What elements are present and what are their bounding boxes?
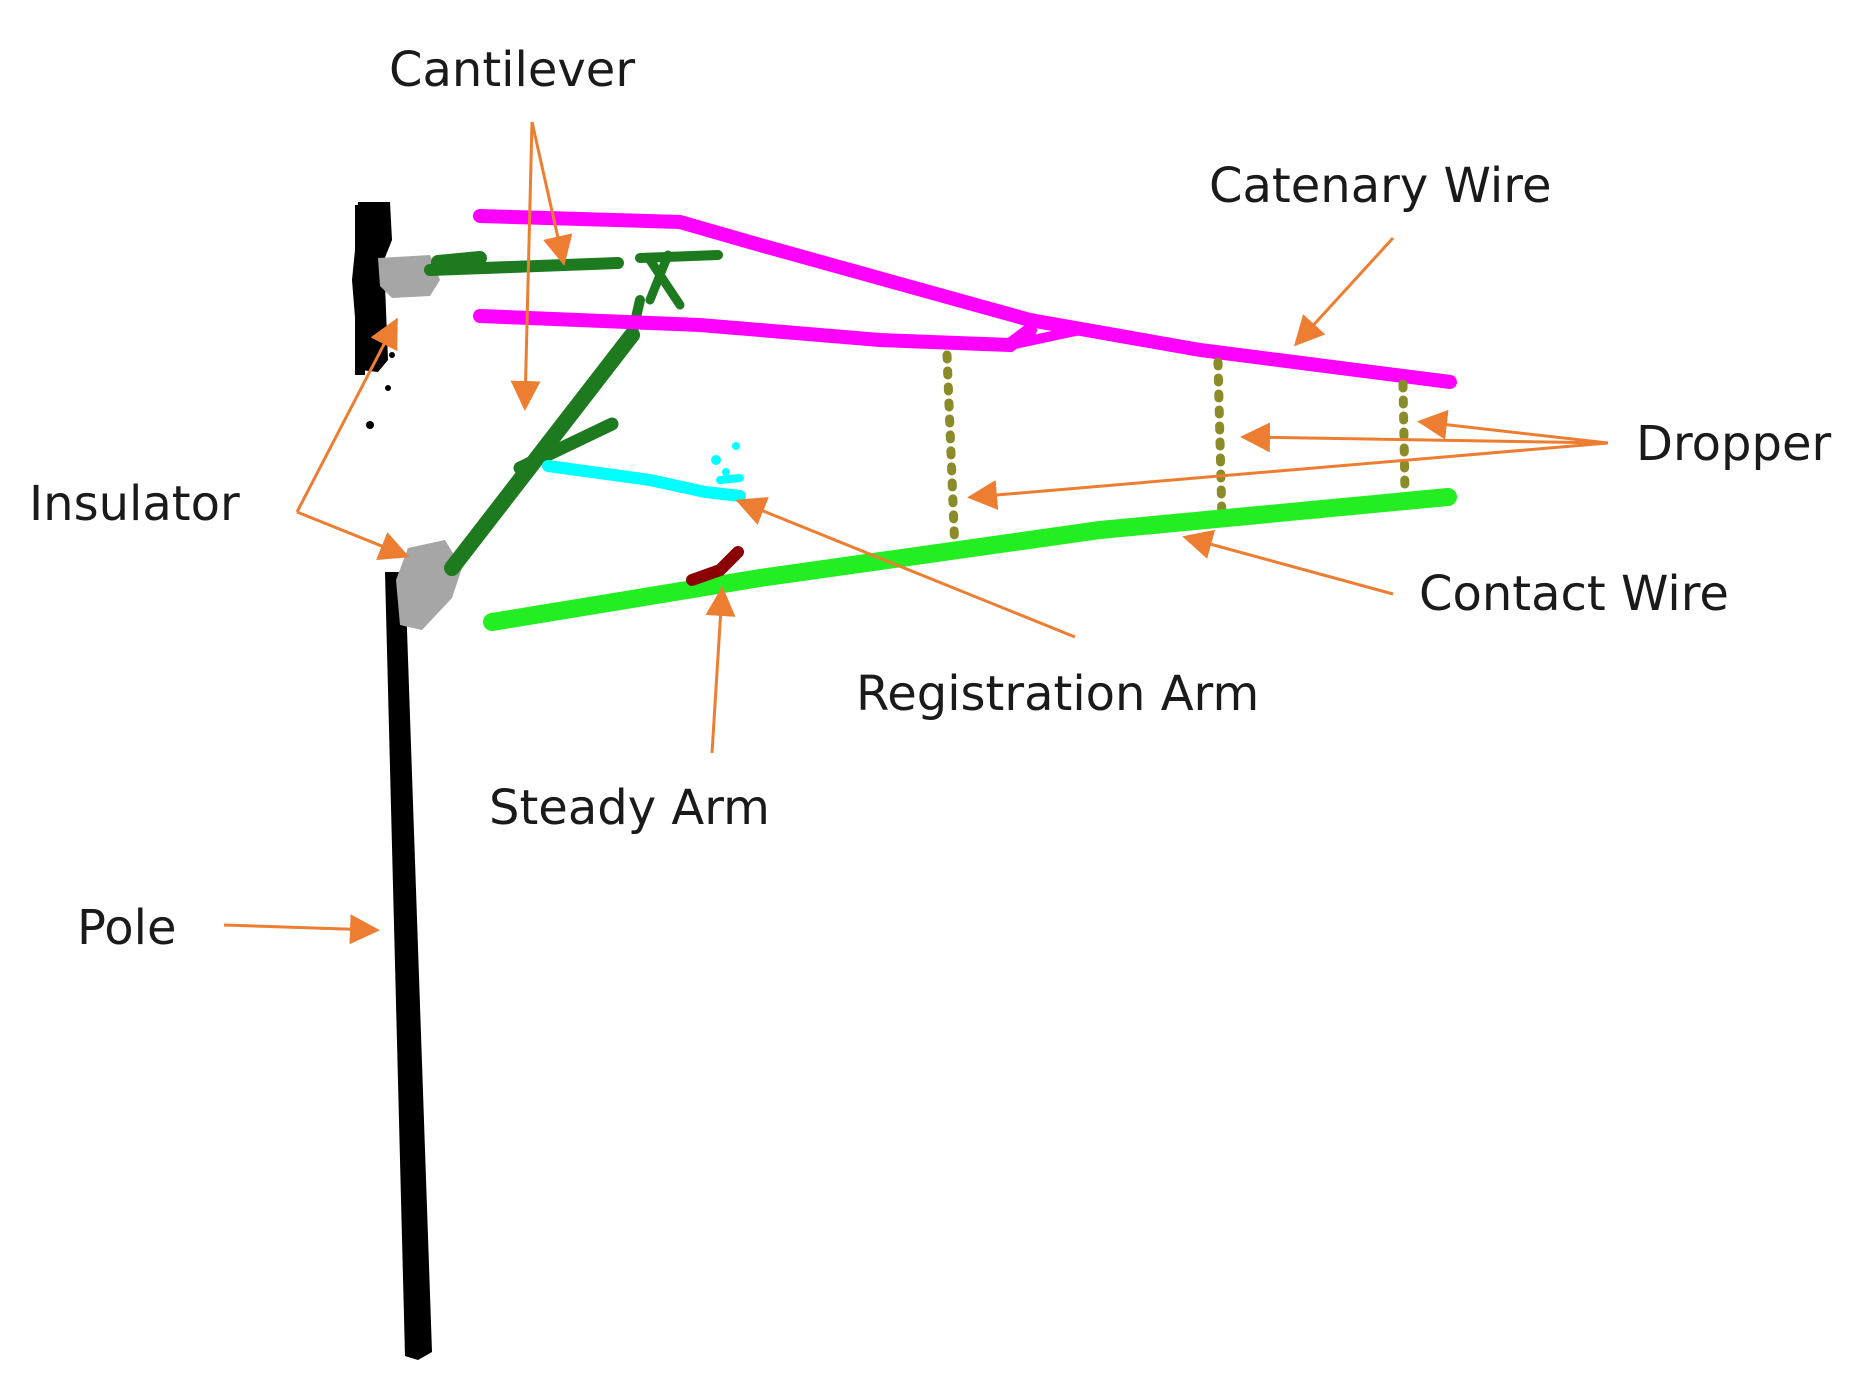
pole-shape bbox=[352, 202, 432, 1360]
cantilever-arrow-2 bbox=[510, 121, 541, 411]
contact-wire-label: Contact Wire bbox=[1419, 566, 1729, 622]
dropper-arrow-3 bbox=[967, 441, 1609, 510]
insulator-shapes bbox=[378, 255, 462, 630]
cantilever-arrow-1 bbox=[530, 121, 573, 266]
leader-arrows bbox=[223, 121, 1609, 945]
registration-arm-label: Registration Arm bbox=[856, 666, 1260, 722]
dropper-arrow-2 bbox=[1240, 422, 1609, 453]
steady-arm-label: Steady Arm bbox=[489, 780, 770, 836]
contact-wire-shape bbox=[483, 488, 1457, 631]
dropper-arrow-1 bbox=[1417, 409, 1609, 445]
contact-wire-arrow bbox=[1182, 529, 1394, 596]
insulator-label: Insulator bbox=[29, 476, 240, 532]
steady-arm-arrow bbox=[705, 586, 736, 754]
registration-arm-shape bbox=[542, 442, 746, 502]
cantilever-shape bbox=[424, 250, 723, 576]
catenary-wire-shape bbox=[473, 209, 1457, 389]
steady-arm-shape bbox=[686, 546, 744, 586]
dropper-label: Dropper bbox=[1636, 416, 1832, 472]
insulator-arrow-2 bbox=[296, 510, 410, 560]
pole-label: Pole bbox=[77, 900, 177, 956]
registration-arm-arrow bbox=[735, 497, 1076, 639]
catenary-wire-label: Catenary Wire bbox=[1209, 158, 1552, 214]
dropper-shapes bbox=[942, 350, 1410, 557]
catenary-wire-arrow bbox=[1293, 236, 1395, 347]
cantilever-label: Cantilever bbox=[389, 42, 636, 98]
pole-arrow bbox=[223, 914, 380, 945]
insulator-arrow-1 bbox=[295, 317, 398, 513]
